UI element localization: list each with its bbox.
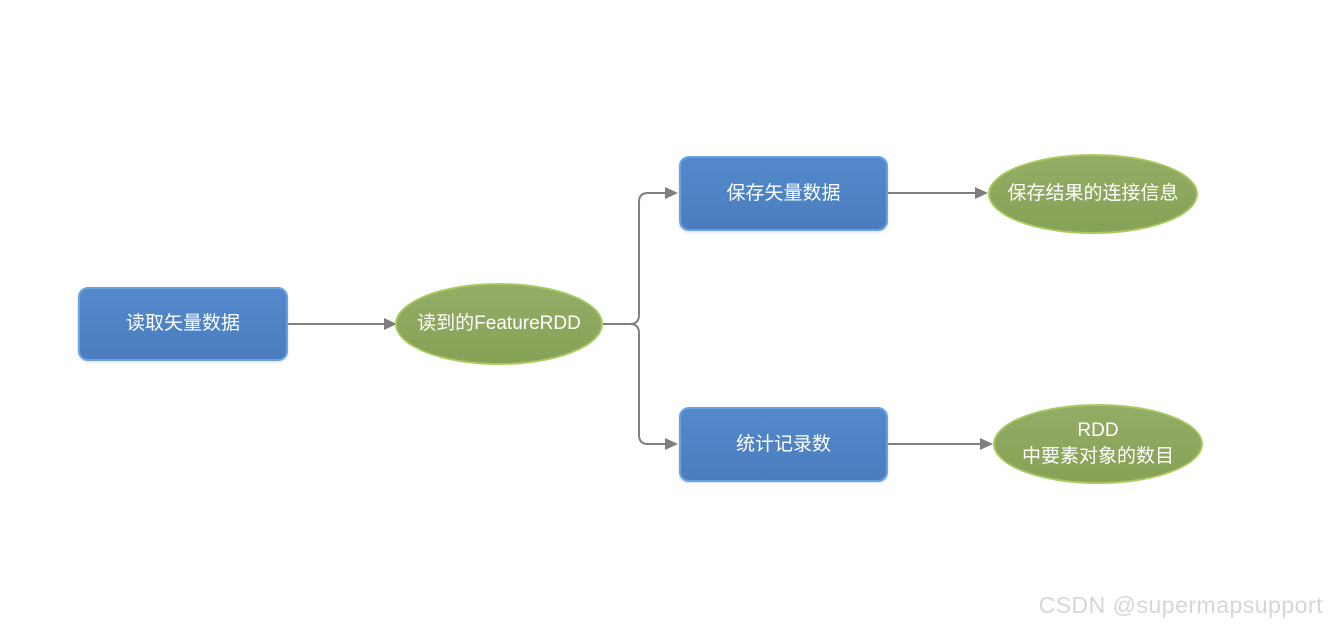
connector-featurerdd-to-save bbox=[603, 187, 678, 325]
node-save-vector-data-label: 保存矢量数据 bbox=[726, 182, 841, 204]
node-save-vector-data: 保存矢量数据 bbox=[679, 156, 888, 231]
node-read-vector-data-label: 读取矢量数据 bbox=[125, 313, 240, 334]
watermark: CSDN @supermapsupport bbox=[1038, 592, 1323, 618]
node-count-records-label: 统计记录数 bbox=[735, 433, 831, 455]
node-rdd-feature-count-label-line2: 中要素对象的数目 bbox=[1021, 446, 1174, 467]
connector-save-to-info bbox=[888, 187, 988, 199]
connector-featurerdd-to-count bbox=[603, 323, 678, 450]
node-read-vector-data: 读取矢量数据 bbox=[78, 287, 288, 361]
node-feature-rdd-label: 读到的FeatureRDD bbox=[417, 313, 581, 334]
node-feature-rdd: 读到的FeatureRDD bbox=[395, 283, 603, 365]
node-rdd-feature-count: RDD 中要素对象的数目 bbox=[993, 404, 1203, 484]
connector-count-to-rddcount bbox=[888, 438, 993, 450]
connector-read-to-featurerdd bbox=[288, 318, 397, 330]
node-save-connection-info: 保存结果的连接信息 bbox=[988, 154, 1198, 234]
node-rdd-feature-count-label-line1: RDD bbox=[1077, 420, 1119, 441]
node-count-records: 统计记录数 bbox=[679, 407, 888, 482]
node-save-connection-info-label: 保存结果的连接信息 bbox=[1007, 183, 1179, 204]
node-rdd-feature-count-label: RDD 中要素对象的数目 bbox=[1022, 418, 1174, 470]
